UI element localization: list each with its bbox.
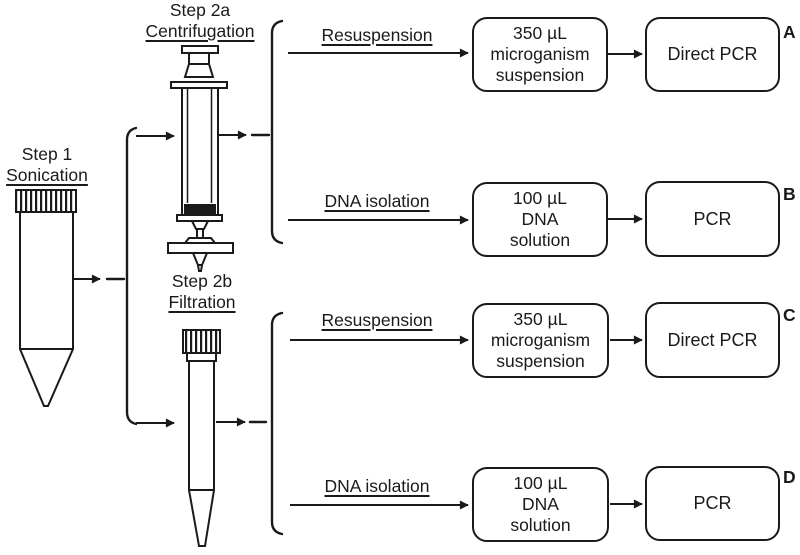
branch-b-process-label: DNA isolation — [324, 191, 430, 211]
syringe-column-icon — [170, 45, 228, 239]
sample-box-line: microganism — [490, 330, 591, 350]
step1-label-line2: Sonication — [6, 165, 88, 185]
branch-b-result-box: PCR — [645, 181, 780, 257]
branch-d-result-box: PCR — [645, 466, 780, 541]
step2a-label-line1: Step 2a — [169, 0, 231, 20]
sample-box-line: 350 µL — [513, 23, 567, 43]
branch-c-process-label: Resuspension — [321, 310, 433, 330]
sample-box-line: 350 µL — [513, 309, 568, 329]
split-bracket-step2b — [248, 311, 284, 536]
branch-a-process-label: Resuspension — [321, 25, 433, 45]
sample-box-line: suspension — [496, 351, 585, 371]
step1-label: Step 1 Sonication — [0, 144, 97, 186]
branch-d-letter: D — [783, 467, 796, 487]
sample-box-line: DNA — [522, 494, 559, 514]
sample-box-line: microganism — [490, 44, 590, 64]
sample-box-line: 100 µL — [513, 188, 567, 208]
branch-a-result-box: Direct PCR — [645, 17, 780, 92]
step2a-label-line2: Centrifugation — [145, 21, 255, 41]
branch-b-letter: B — [783, 184, 796, 204]
branch-d-sample-box: 100 µL DNA solution — [472, 467, 609, 542]
sample-box-line: suspension — [495, 65, 585, 85]
branch-a-sample-box: 350 µL microganism suspension — [472, 17, 608, 92]
sample-box-line: solution — [510, 515, 571, 535]
falcon-tube-icon — [15, 189, 77, 407]
branch-a-letter: A — [783, 22, 796, 42]
step2b-label: Step 2b Filtration — [141, 271, 263, 313]
branch-c-letter: C — [783, 305, 796, 325]
step2a-label: Step 2a Centrifugation — [139, 0, 261, 42]
sample-box-line: 100 µL — [513, 473, 568, 493]
split-bracket-step2a — [250, 19, 284, 245]
microtube-icon — [182, 329, 221, 547]
branch-c-result-box: Direct PCR — [645, 302, 780, 378]
step1-label-line1: Step 1 — [21, 144, 73, 164]
flow-arrows — [73, 48, 643, 510]
branch-c-sample-box: 350 µL microganism suspension — [472, 303, 609, 378]
split-bracket-step1 — [105, 126, 138, 426]
syringe-filter-icon — [167, 237, 234, 272]
step2b-label-line2: Filtration — [168, 292, 236, 312]
sample-box-line: solution — [509, 230, 571, 250]
branch-b-sample-box: 100 µL DNA solution — [472, 182, 608, 257]
sample-box-line: DNA — [521, 209, 559, 229]
step2b-label-line1: Step 2b — [171, 271, 233, 291]
branch-d-process-label: DNA isolation — [324, 476, 430, 496]
